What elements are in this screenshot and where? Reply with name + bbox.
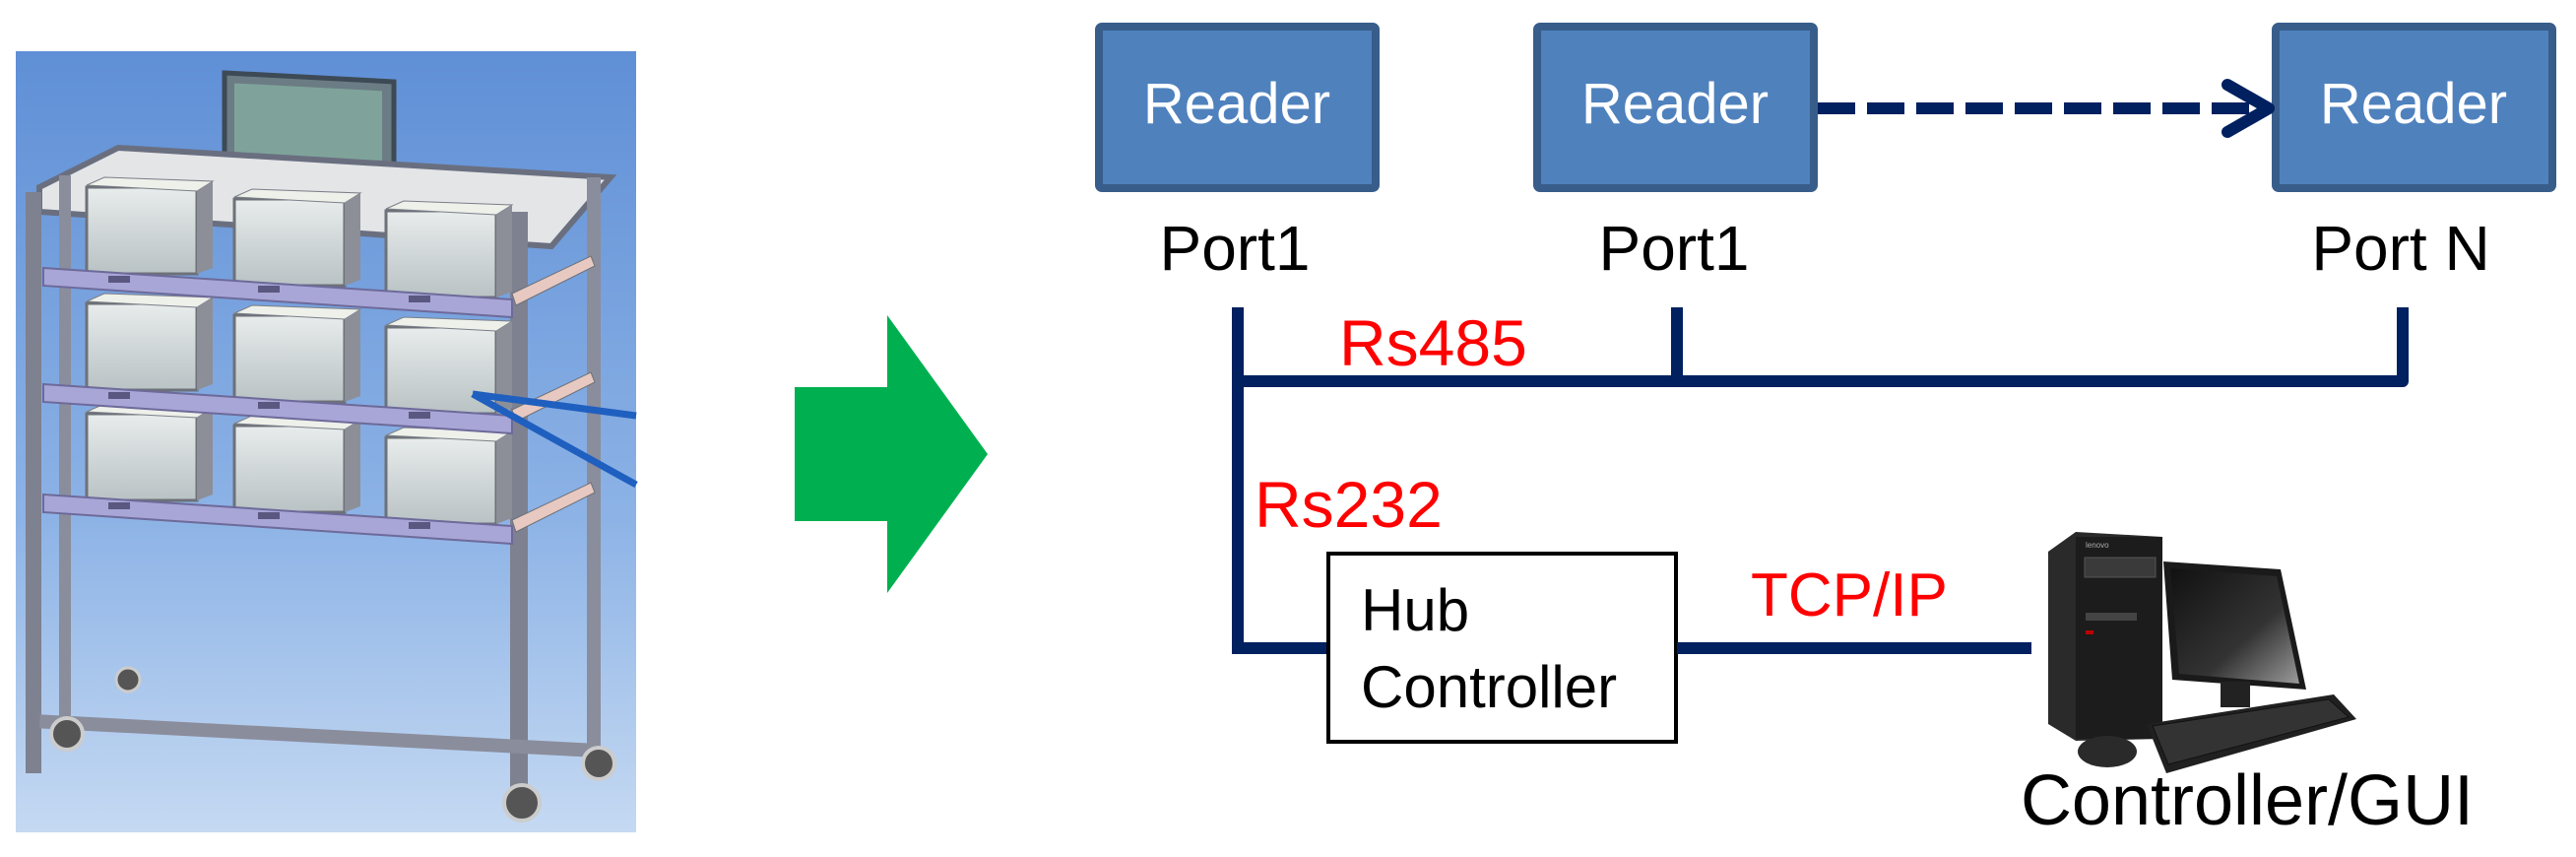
callout-line (471, 390, 638, 489)
cage (232, 415, 362, 514)
rack-wheels (49, 666, 616, 823)
desktop-computer-icon[interactable]: lenovo (2048, 532, 2356, 773)
reader-label: Reader (1143, 72, 1330, 136)
rack-post (59, 175, 71, 727)
cage (384, 427, 514, 526)
arrowhead-icon (2222, 79, 2275, 138)
callout-line (472, 390, 637, 420)
rack-post (587, 177, 601, 768)
reader-box[interactable]: Reader (1533, 23, 1818, 192)
reader-device-icon (258, 512, 280, 519)
reader-box[interactable]: Reader (2272, 23, 2556, 192)
reader-device-icon (409, 412, 430, 419)
reader-device-icon (409, 522, 430, 529)
reader-device-icon (409, 296, 430, 302)
rack-shelves (42, 255, 596, 546)
rack-cages (85, 176, 514, 526)
side-shelf (511, 255, 596, 306)
cage (85, 403, 215, 502)
reader-box[interactable]: Reader (1095, 23, 1380, 192)
reader-label: Reader (1581, 72, 1769, 136)
reader-device-icon (258, 402, 280, 409)
cage (384, 200, 514, 299)
side-shelf (511, 482, 596, 533)
reader-device-icon (108, 276, 130, 283)
pc-brand-label: lenovo (2086, 541, 2109, 550)
rack-illustration (16, 51, 638, 832)
hub-controller-box[interactable]: Hub Controller (1326, 552, 1678, 744)
rack-post (26, 192, 41, 773)
port-label: Port1 (1599, 213, 1750, 284)
port-label: Port N (2311, 213, 2489, 284)
green-right-arrow-icon (795, 315, 988, 593)
reader-device-icon (108, 502, 130, 509)
hub-label-line1: Hub (1361, 577, 1469, 643)
cage (85, 293, 215, 392)
hub-label-line2: Controller (1361, 654, 1617, 720)
reader-label: Reader (2320, 72, 2507, 136)
rs485-label: Rs485 (1339, 306, 1527, 379)
rack-bottom-bar (39, 714, 591, 758)
cage (232, 304, 362, 404)
controller-gui-label: Controller/GUI (2021, 761, 2474, 840)
rs232-label: Rs232 (1255, 468, 1443, 541)
reader-device-icon (258, 286, 280, 293)
dashed-arrow (1818, 79, 2275, 138)
port-label: Port1 (1160, 213, 1311, 284)
tcpip-label: TCP/IP (1751, 561, 1948, 629)
cage (232, 188, 362, 288)
cage (384, 316, 514, 416)
reader-device-icon (108, 392, 130, 399)
rack-post (510, 212, 528, 808)
rs232-link (1232, 374, 1327, 654)
cage (85, 176, 215, 276)
